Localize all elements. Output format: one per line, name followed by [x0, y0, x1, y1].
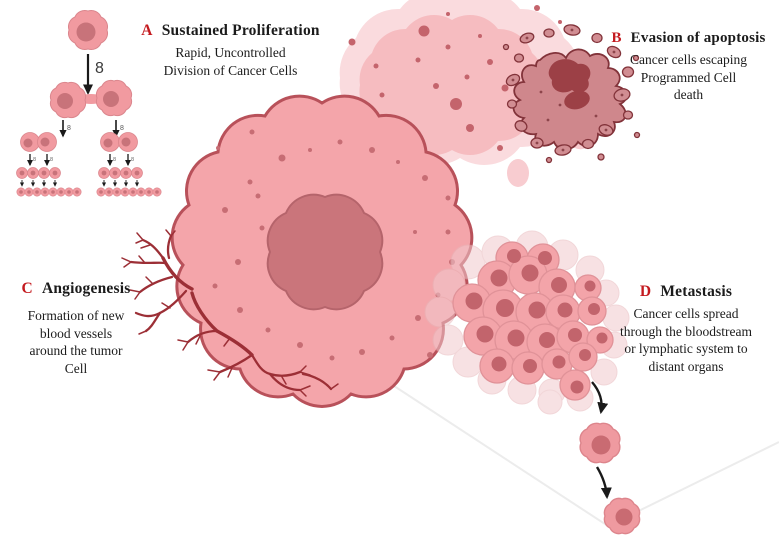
section-b-label: B Evasion of apoptosis Cancer cells escap… — [598, 30, 779, 104]
metastasis-arrow-1 — [591, 381, 609, 415]
cancer-cell-speckles — [212, 129, 455, 361]
daughter-pairs-row3 — [20, 132, 138, 152]
cascade-arrows-row4 — [19, 180, 140, 187]
section-c-heading: C Angiogenesis — [0, 280, 152, 298]
division-cascade: 8 8 8 8 8 8 8 — [16, 9, 162, 197]
section-a-heading: A Sustained Proliferation — [118, 22, 343, 40]
section-a-letter: A — [141, 22, 153, 39]
cancer-cell-nucleus — [266, 193, 384, 311]
metastasis-chain — [579, 381, 641, 535]
section-d-heading: D Metastasis — [593, 283, 779, 301]
cluster-cell-nuclei — [465, 249, 608, 394]
cascade-arrows-row2 — [59, 120, 120, 138]
section-b-letter: B — [611, 30, 622, 46]
section-c-line: Formation of new — [27, 308, 125, 323]
division-rate-label-small: 8 — [120, 125, 124, 132]
section-d-title: Metastasis — [660, 283, 733, 300]
section-d-line: through the bloodstream — [620, 323, 752, 339]
migrating-cell-2-nucleus — [615, 508, 633, 526]
section-c-description: Formation of new blood vessels around th… — [0, 307, 152, 377]
division-rate-label-tiny: 8 — [113, 157, 116, 163]
section-d-line: or lymphatic system to — [624, 341, 748, 356]
section-d-description: Cancer cells spread through the bloodstr… — [593, 305, 779, 375]
dividing-cell-pair — [49, 79, 133, 119]
section-a-label: A Sustained Proliferation Rapid, Uncontro… — [118, 22, 343, 79]
section-b-line: Programmed Cell — [640, 69, 737, 85]
tumor-mass-droplet — [507, 159, 529, 187]
apoptosis-cell — [502, 24, 641, 164]
section-d-label: D Metastasis Cancer cells spread through … — [593, 283, 779, 375]
section-b-line: Cancer cells escaping — [630, 52, 747, 67]
section-b-description: Cancer cells escaping Programmed Cell de… — [598, 51, 779, 104]
division-rate-label-tiny: 8 — [33, 157, 36, 163]
section-d-line: distant organs — [648, 358, 724, 374]
apoptosis-dark-patch — [548, 59, 591, 93]
section-c-line: blood vessels — [39, 325, 113, 341]
section-a-description: Rapid, Uncontrolled Division of Cancer C… — [118, 44, 343, 79]
daughter-cells-row4 — [16, 167, 143, 179]
cascade-arrows-row3 — [27, 154, 131, 167]
daughter-pairs-row3-nuclei — [23, 137, 131, 148]
apoptotic-body-dots — [511, 28, 624, 152]
division-rate-label-small: 8 — [67, 125, 71, 132]
division-rate-label-tiny: 8 — [50, 157, 53, 163]
section-d-line: Cancer cells spread — [633, 306, 739, 321]
section-a-line: Rapid, Uncontrolled — [175, 45, 286, 60]
section-c-line: Cell — [64, 360, 88, 376]
apoptosis-dark-patch-2 — [564, 90, 590, 110]
section-d-letter: D — [639, 283, 652, 300]
division-rate-label-tiny: 8 — [131, 157, 134, 163]
daughter-cells-row4-nuclei — [19, 170, 140, 176]
section-c-line: around the tumor — [29, 343, 123, 358]
section-c-label: C Angiogenesis Formation of new blood ves… — [0, 280, 152, 377]
section-b-title: Evasion of apoptosis — [630, 30, 766, 46]
division-rate-label: 8 — [95, 60, 104, 77]
parent-cell-nucleus — [76, 22, 96, 42]
daughter-cells-row5 — [16, 187, 162, 197]
section-b-heading: B Evasion of apoptosis — [598, 30, 779, 47]
migrating-cell-1-nucleus — [591, 435, 611, 455]
section-b-line: death — [673, 87, 704, 102]
section-c-letter: C — [21, 280, 33, 297]
metastasis-arrow-2 — [595, 466, 612, 500]
section-a-title: Sustained Proliferation — [161, 22, 320, 39]
section-a-line: Division of Cancer Cells — [163, 62, 298, 78]
metastasis-cluster — [424, 230, 630, 415]
section-c-title: Angiogenesis — [41, 280, 131, 297]
cancer-cell — [170, 94, 474, 408]
blood-vessels — [121, 229, 339, 397]
daughter-cells-row5-nuclei — [19, 190, 159, 194]
